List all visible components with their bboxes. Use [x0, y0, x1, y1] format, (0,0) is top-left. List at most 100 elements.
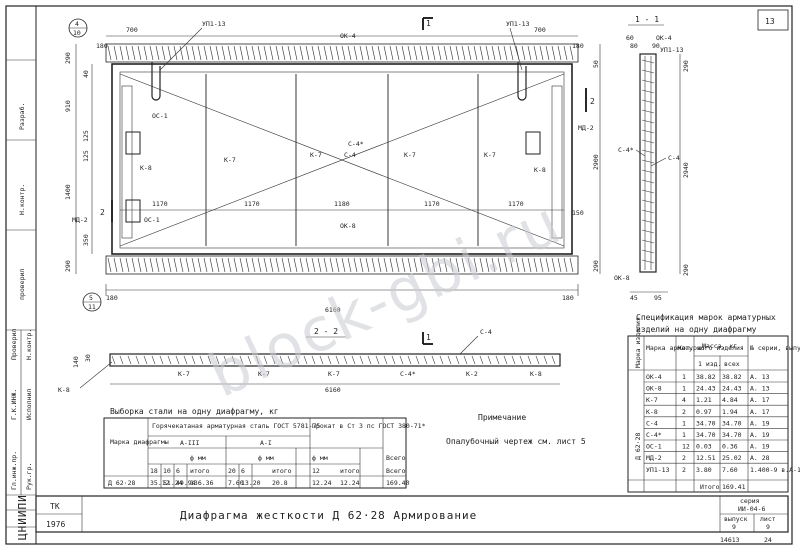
dim-bottom-4: 1170: [508, 200, 524, 208]
dim-bottom-2: 1180: [334, 200, 350, 208]
spec-cell: К-8: [646, 408, 658, 416]
s11-dim-right-2: 290: [682, 264, 690, 276]
list-label: лист: [760, 515, 776, 523]
steel-group1-b: А-I: [260, 439, 272, 447]
steel-row-mark: Д 62·28: [108, 479, 135, 487]
spec-title-2: изделий на одну диафрагму: [636, 325, 757, 334]
label-k-7-4: К-7: [484, 151, 496, 159]
spec-cell: 1: [682, 373, 686, 381]
spec-cell: УП1-13: [646, 466, 670, 474]
diagonal-bar-2: [119, 73, 565, 247]
s11-label-up1-13: УП1-13: [660, 46, 684, 54]
steel-header-cell: 12: [312, 467, 320, 475]
spec-cell: 12: [682, 443, 690, 451]
stamp-value-2: Разраб.: [18, 103, 26, 130]
s11-dim-bottom-0: 45: [630, 294, 638, 302]
stamp-value-1: Н.контр.: [18, 184, 26, 215]
section-2-2: 2 - 2 С-4 К-7 К-7 К-7 С-4* К-2 К-8 К-8 1…: [58, 327, 561, 394]
spec-h-5: всех: [724, 360, 740, 368]
steel-row-cell: 13.20: [241, 479, 261, 487]
steel-header-cell: 6: [176, 467, 180, 475]
series-label: серия: [740, 497, 760, 505]
stamp-label-4: Проверил: [10, 329, 18, 360]
label-c-4-star: С-4*: [348, 140, 364, 148]
steel-row-cell: 51.24: [163, 479, 183, 487]
dim-left-0: 290: [64, 52, 72, 64]
s22-label-k-8-left: К-8: [58, 386, 70, 394]
cut-2-right: 2: [590, 97, 595, 106]
spec-cell: А. 28: [750, 454, 770, 462]
s22-label-c-4: С-4: [480, 328, 492, 336]
spec-cell: 34.70: [722, 419, 742, 427]
steel-col-total: Всего: [386, 454, 406, 462]
steel-row-cell: 169.40: [386, 479, 410, 487]
sheet-title: Диафрагма жесткости Д 62·28 Армирование: [180, 509, 477, 522]
steel-group1: Горячекатаная арматурная сталь ГОСТ 5781…: [152, 422, 320, 430]
panel-outline: [111, 63, 573, 255]
spec-cell: 34.70: [696, 431, 716, 439]
spec-h-0: Марка изделия: [634, 317, 642, 368]
s22-label-c-4-star: С-4*: [400, 370, 416, 378]
label-md-2-right: МД-2: [578, 124, 594, 132]
dim-left-1: 40: [82, 70, 90, 78]
stamp-label-2: Г.К.ИНЖ.: [10, 389, 18, 420]
dim-top-2: 180: [572, 42, 584, 50]
dim-right-0: 50: [592, 60, 600, 68]
cut-1-bottom: 1: [426, 333, 431, 342]
spec-cell: 38.82: [696, 373, 716, 381]
s22-label-k-7-1: К-7: [178, 370, 190, 378]
org-code: ЦНИИПИ: [16, 494, 29, 540]
steel-header-cell: 18: [150, 467, 158, 475]
dim-top-3: 700: [534, 26, 546, 34]
sheet-number: 13: [765, 17, 775, 26]
spec-cell: А. 19: [750, 443, 770, 451]
dim-bottom2-1: 6160: [325, 306, 341, 314]
spec-cell: С-4: [646, 419, 658, 427]
dim-bottom2-2: 180: [562, 294, 574, 302]
cut-2-left: 2: [100, 208, 105, 217]
s11-label-ok-8: ОК-8: [614, 274, 630, 282]
spec-cell: ОК-8: [646, 385, 662, 393]
spec-side-code: Д 62·28: [634, 433, 642, 460]
steel-row-cell: 20.8: [272, 479, 288, 487]
lifting-loop-left: [151, 62, 161, 101]
s22-label-k-7-3: К-7: [328, 370, 340, 378]
section-2-2-title: 2 - 2: [314, 327, 338, 336]
stamp-label-1: Рук.гр.: [25, 463, 33, 490]
steel-row-cell: 49.94: [176, 479, 196, 487]
s11-dim-right-1: 2940: [682, 162, 690, 178]
spec-cell: А. 19: [750, 419, 770, 427]
label-oc-1-bottom: ОС-1: [144, 216, 160, 224]
steel-sub-mm-b: ф мм: [258, 454, 274, 462]
footer-page: 24: [764, 536, 772, 544]
dim-bottom-0: 1170: [152, 200, 168, 208]
label-md-2-left: МД-2: [72, 216, 88, 224]
s11-dim-top-0: 60: [626, 34, 634, 42]
dim-bottom2-0: 180: [106, 294, 118, 302]
spec-cell: 4: [682, 396, 686, 404]
label-up1-13-left: УП1-13: [202, 20, 226, 28]
section-1-1-title: 1 - 1: [635, 15, 659, 24]
spec-cell: 25.02: [722, 454, 742, 462]
spec-cell: А. 13: [750, 385, 770, 393]
spec-cell: К-7: [646, 396, 658, 404]
steel-sub-mm-c: ф мм: [312, 454, 328, 462]
note-title: Примечание: [478, 413, 526, 422]
steel-table-title: Выборка стали на одну диафрагму, кг: [110, 406, 279, 416]
spec-cell: 1.400-9 в.А-19: [750, 466, 800, 474]
steel-table: Выборка стали на одну диафрагму, кг Марк…: [103, 406, 426, 489]
spec-cell: 1: [682, 419, 686, 427]
sheet-number-box: [757, 9, 789, 31]
spec-cell: 0.36: [722, 443, 738, 451]
spec-cell: 24.43: [696, 385, 716, 393]
dim-left-2: 910: [64, 100, 72, 112]
spec-h-3: Масса, кг: [702, 342, 737, 350]
dim-right-1: 2900: [592, 154, 600, 170]
spec-cell: 2: [682, 466, 686, 474]
steel-header-cell: 20: [228, 467, 236, 475]
label-c-4: С-4: [344, 151, 356, 159]
stamp-value-0: проверил: [18, 269, 26, 300]
dim-left-5: 1400: [64, 184, 72, 200]
list-value: 9: [766, 523, 770, 531]
dim-right-3: 290: [592, 260, 600, 272]
